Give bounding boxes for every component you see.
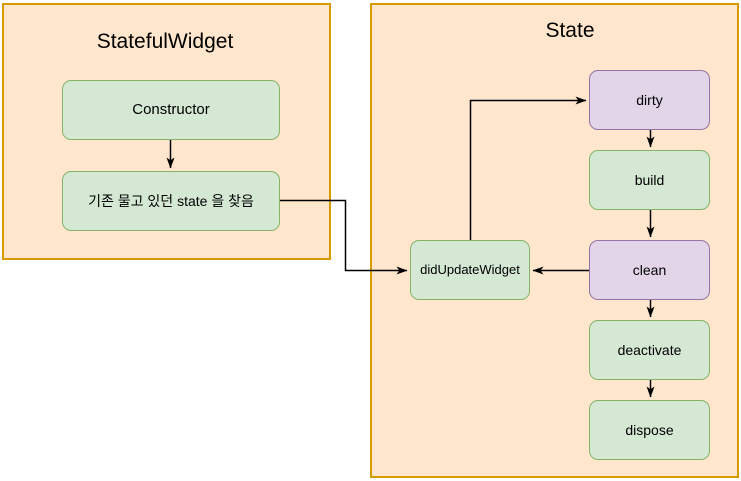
- node-dirty: dirty: [589, 70, 710, 130]
- node-state-found: 기존 물고 있던 state 을 찾음: [62, 171, 280, 231]
- container-title-stateful-widget: StatefulWidget: [96, 30, 234, 53]
- node-deactivate: deactivate: [589, 320, 710, 380]
- container-title-state: State: [545, 19, 595, 42]
- node-dispose: dispose: [589, 400, 710, 460]
- node-did-update-widget: didUpdateWidget: [410, 240, 530, 300]
- node-constructor: Constructor: [62, 80, 280, 140]
- node-build: build: [589, 150, 710, 210]
- node-clean: clean: [589, 240, 710, 300]
